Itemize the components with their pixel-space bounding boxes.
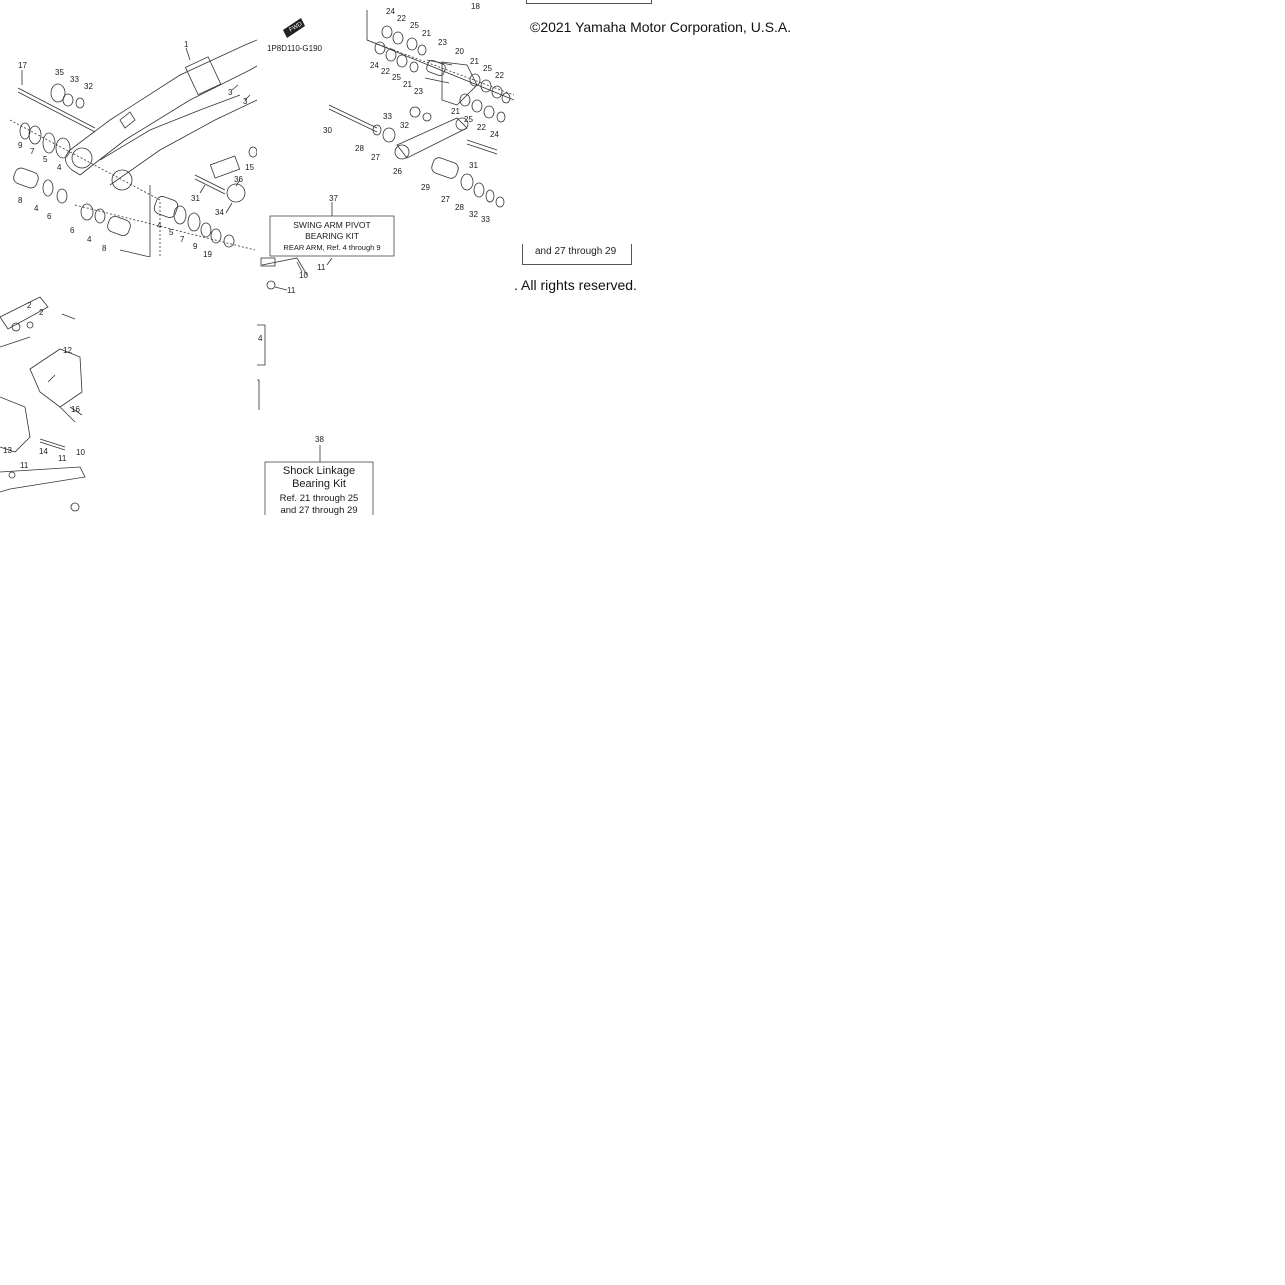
chain-guide-diagram: 2 2 12 16 13 14 11 11 10 <box>0 257 257 515</box>
callout-4d: 4 <box>157 221 162 230</box>
fragment-text: and 27 through 29 <box>535 246 617 257</box>
callout-4b: 4 <box>34 204 39 213</box>
swing-arm-callouts: 1 3 3 17 35 33 32 9 7 5 4 8 4 6 6 4 8 4 … <box>18 40 254 257</box>
linkage-drawing: FWD 1P8D110-G190 <box>260 2 514 295</box>
linkage-callouts: 18 24 22 25 21 23 20 24 22 25 21 23 21 2… <box>287 2 504 295</box>
callout-4: 4 <box>258 334 263 343</box>
chain-guide-drawing: 2 2 12 16 13 14 11 11 10 <box>0 296 86 512</box>
callout-25d: 25 <box>464 115 473 124</box>
swing-arm-drawing: 1 3 3 17 35 33 32 9 7 5 4 8 4 6 6 4 8 4 … <box>9 39 257 257</box>
callout-21: 21 <box>422 29 431 38</box>
callout-6: 6 <box>47 212 52 221</box>
copyright-text: ©2021 Yamaha Motor Corporation, U.S.A. <box>530 19 792 35</box>
callout-4: 4 <box>57 163 62 172</box>
callout-22c: 22 <box>495 71 504 80</box>
callout-28: 28 <box>355 144 364 153</box>
kit2-line3: Ref. 21 through 25 <box>280 493 359 504</box>
callout-8b: 8 <box>102 244 107 253</box>
callout-6b: 6 <box>70 226 75 235</box>
swing-arm-pivot-kit-box: SWING ARM PIVOT BEARING KIT REAR ARM, Re… <box>269 215 395 257</box>
callout-5b: 5 <box>169 228 174 237</box>
shock-linkage-kit-box: Shock Linkage Bearing Kit Ref. 21 throug… <box>264 461 374 515</box>
kit2-line1: Shock Linkage <box>283 465 355 477</box>
fwd-arrow-icon: FWD <box>283 18 305 38</box>
callout-20: 20 <box>455 47 464 56</box>
callout-28b: 28 <box>455 203 464 212</box>
kit1-line3: REAR ARM, Ref. 4 through 9 <box>283 243 380 252</box>
callout-3: 3 <box>228 88 233 97</box>
callout-32: 32 <box>400 121 409 130</box>
callout-10: 10 <box>76 448 85 457</box>
callout-32: 32 <box>84 82 93 91</box>
callout-19: 19 <box>203 250 212 257</box>
callout-33: 33 <box>383 112 392 121</box>
callout-11b: 11 <box>287 286 296 295</box>
kit1-line2: BEARING KIT <box>305 231 359 241</box>
callout-29: 29 <box>421 183 430 192</box>
callout-25b: 25 <box>392 73 401 82</box>
swing-arm-diagram: 1 3 3 17 35 33 32 9 7 5 4 8 4 6 6 4 8 4 … <box>0 0 257 257</box>
callout-38: 38 <box>315 435 324 444</box>
callout-26: 26 <box>393 167 402 176</box>
callout-21b: 21 <box>403 80 412 89</box>
callout-9b: 9 <box>193 242 198 251</box>
callout-24b: 24 <box>370 61 379 70</box>
callout-27: 27 <box>371 153 380 162</box>
callout-31: 31 <box>469 161 478 170</box>
callout-7: 7 <box>30 147 35 156</box>
rights-reserved-text: . All rights reserved. <box>514 277 637 293</box>
callout-34: 34 <box>215 208 224 217</box>
callout-32b: 32 <box>469 210 478 219</box>
callout-11: 11 <box>317 263 326 272</box>
callout-11: 11 <box>58 454 67 463</box>
callout-7b: 7 <box>180 235 185 244</box>
callout-36: 36 <box>234 175 243 184</box>
callout-37: 37 <box>329 194 338 203</box>
kit2-line2: Bearing Kit <box>292 478 346 490</box>
fragment-box-top <box>526 0 652 4</box>
callout-8: 8 <box>18 196 23 205</box>
kit2-line4: and 27 through 29 <box>280 505 357 515</box>
callout-22d: 22 <box>477 123 486 132</box>
callout-5: 5 <box>43 155 48 164</box>
callout-2: 2 <box>27 301 32 310</box>
callout-4c: 4 <box>87 235 92 244</box>
fragment-box-bottom: and 27 through 29 <box>522 244 632 265</box>
callout-14: 14 <box>39 447 48 456</box>
callout-18: 18 <box>471 2 480 11</box>
linkage-diagram: FWD 1P8D110-G190 <box>257 0 514 300</box>
callout-22b: 22 <box>381 67 390 76</box>
kit1-line1: SWING ARM PIVOT <box>293 220 370 230</box>
callout-31: 31 <box>191 194 200 203</box>
callout-10: 10 <box>299 271 308 280</box>
callout-17: 17 <box>18 61 27 70</box>
callout-23b: 23 <box>414 87 423 96</box>
callout-30: 30 <box>323 126 332 135</box>
callout-23: 23 <box>438 38 447 47</box>
callout-11b: 11 <box>20 461 29 470</box>
shock-kit-drawing: 4 38 Shock Linkage Bearing Kit Ref. 21 t… <box>257 324 374 515</box>
callout-33b: 33 <box>481 215 490 224</box>
callout-33: 33 <box>70 75 79 84</box>
callout-3b: 3 <box>243 97 248 106</box>
callout-22: 22 <box>397 14 406 23</box>
callout-24c: 24 <box>490 130 499 139</box>
shock-kit-area: 4 38 Shock Linkage Bearing Kit Ref. 21 t… <box>257 300 514 515</box>
callout-2b: 2 <box>39 308 44 317</box>
callout-21c: 21 <box>470 57 479 66</box>
callout-25c: 25 <box>483 64 492 73</box>
callout-15: 15 <box>245 163 254 172</box>
callout-12: 12 <box>63 346 72 355</box>
callout-24: 24 <box>386 7 395 16</box>
callout-25: 25 <box>410 21 419 30</box>
callout-1: 1 <box>184 40 189 49</box>
chain-guide-callouts: 2 2 12 16 13 14 11 11 10 <box>3 301 85 470</box>
callout-9: 9 <box>18 141 23 150</box>
callout-27b: 27 <box>441 195 450 204</box>
diagram-code: 1P8D110-G190 <box>267 44 323 53</box>
callout-13: 13 <box>3 446 12 455</box>
callout-35: 35 <box>55 68 64 77</box>
callout-21d: 21 <box>451 107 460 116</box>
callout-16: 16 <box>71 405 80 414</box>
